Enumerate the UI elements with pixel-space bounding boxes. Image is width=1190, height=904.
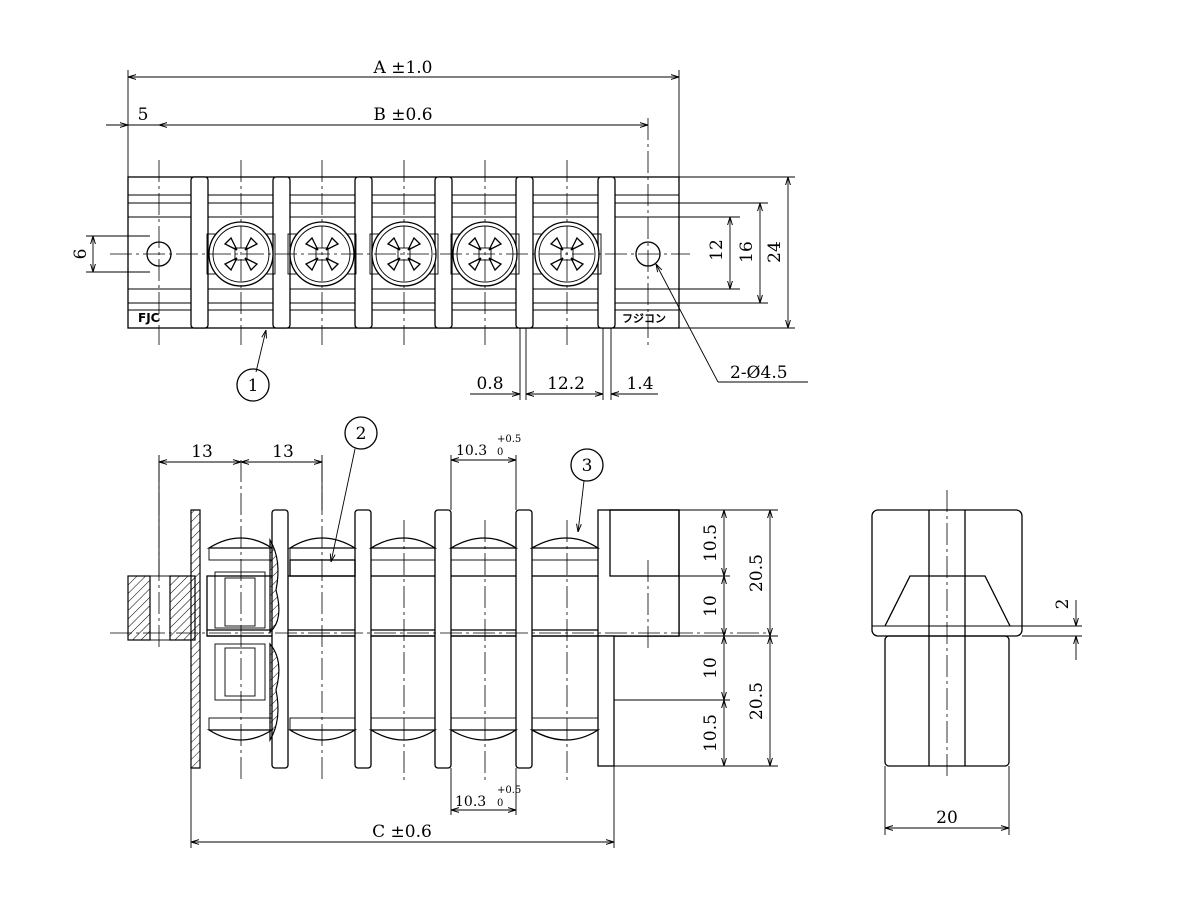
flange-section (127, 575, 151, 641)
callout-3-circle (570, 448, 604, 482)
tol-top-upper: +0.5 (497, 434, 521, 445)
dim-10-5-top: 10.5 (701, 524, 721, 562)
terminal-block-body (127, 176, 680, 329)
callout-1: 1 (248, 376, 259, 396)
tol-bottom-lower: 0 (497, 798, 503, 809)
dim-13-right: 13 (272, 442, 294, 462)
dim-2: 2 (1053, 599, 1073, 610)
dim-20-5-bottom: 20.5 (747, 682, 767, 720)
dim-0-8: 0.8 (476, 374, 503, 394)
dim-10-5-bottom: 10.5 (701, 714, 721, 752)
side-barriers (271, 509, 533, 769)
callout-3: 3 (582, 456, 593, 476)
dim-b: B ±0.6 (373, 105, 432, 125)
end-view: 2 20 (871, 490, 1082, 835)
callout-1-circle (236, 368, 270, 402)
dim-c: C ±0.6 (372, 822, 432, 842)
dim-12-2: 12.2 (547, 374, 585, 394)
tol-bottom-upper: +0.5 (497, 785, 521, 796)
dim-16: 16 (737, 241, 757, 263)
top-view: FJC フジコン A ±1.0 5 B ±0.6 6 12 16 24 (71, 58, 808, 402)
dim-6: 6 (71, 249, 91, 260)
dim-10-3-bottom: 10.3 (455, 794, 486, 810)
dim-10-bottom: 10 (701, 657, 721, 679)
logo-fujicon: フジコン (622, 312, 666, 325)
dim-20-5-top: 20.5 (747, 554, 767, 592)
side-screw-heads (206, 537, 601, 741)
side-view: 13 13 10.3 +0.5 0 10.3 +0.5 0 10.5 10 10… (110, 416, 778, 848)
dim-1-4: 1.4 (626, 374, 653, 394)
hole-note: 2-Ø4.5 (730, 363, 788, 383)
dim-10-top: 10 (701, 595, 721, 617)
dim-13-left: 13 (191, 442, 213, 462)
dim-20: 20 (936, 808, 958, 828)
logo-fjc: FJC (138, 311, 160, 325)
dim-10-3-top: 10.3 (456, 443, 487, 459)
dim-24: 24 (765, 241, 785, 263)
dim-5: 5 (138, 105, 149, 125)
tol-top-lower: 0 (497, 447, 503, 458)
callout-2: 2 (356, 424, 367, 444)
callout-2-circle (344, 416, 378, 450)
dim-a: A ±1.0 (373, 58, 433, 78)
dim-12: 12 (707, 239, 727, 261)
